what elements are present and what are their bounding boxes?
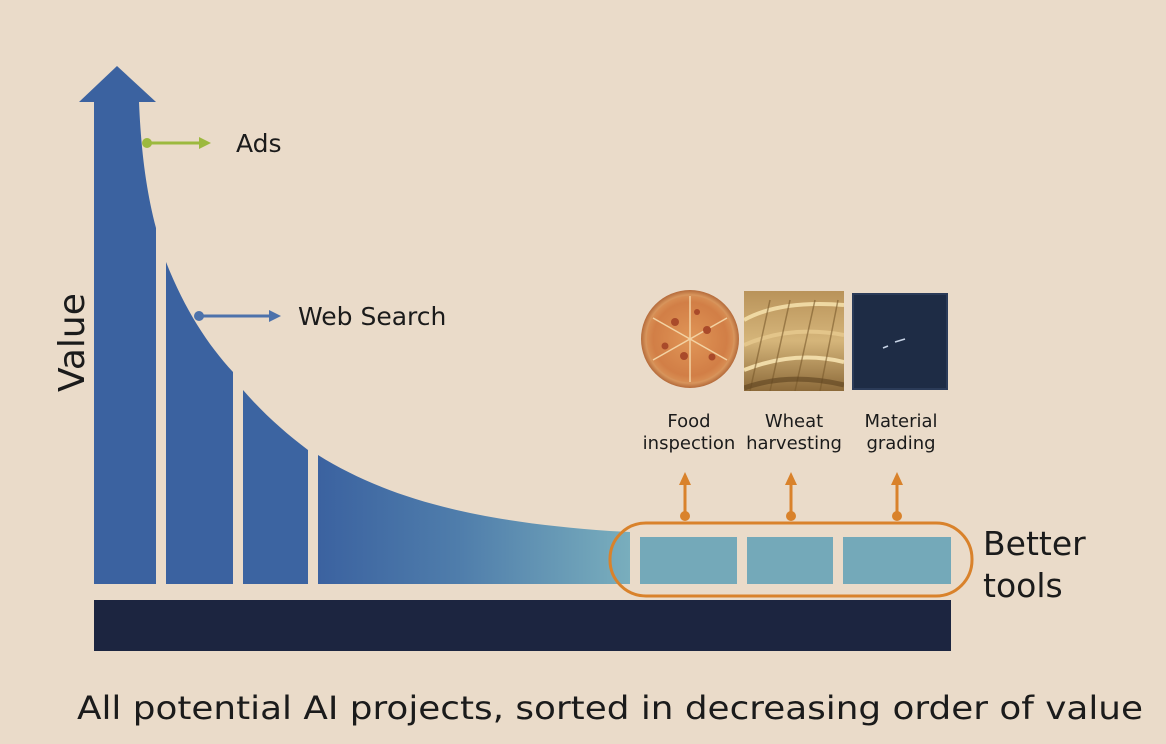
example-wheat-line1: Wheat [765,411,823,432]
food-up-arrow [679,472,691,521]
pizza-image [641,290,739,388]
tail-bar-food [640,537,737,584]
wheat-up-arrow [785,472,797,521]
ads-bar [94,102,156,584]
web-search-label: Web Search [298,302,446,331]
example-material-line2: grading [866,433,935,454]
tail-bar-wheat [747,537,833,584]
value-axis-label: Value [52,293,93,392]
fabric-texture-image [852,293,948,390]
material-up-arrow [891,472,903,521]
ads-callout-arrow [142,137,211,149]
web-search-bar [166,262,233,584]
diagram-caption: All potential AI projects, sorted in dec… [77,689,1143,727]
ads-label: Ads [236,129,282,158]
example-wheat-line2: harvesting [746,433,842,454]
tail-bar-material [843,537,951,584]
value-axis-arrow [79,66,156,102]
long-tail-area [318,455,630,584]
better-tools-highlight [608,521,974,598]
better-tools-label-line2: tools [983,566,1063,605]
example-material-line1: Material [864,411,937,432]
project-bar-3 [243,390,308,584]
example-food-line1: Food [667,411,710,432]
example-food-line2: inspection [643,433,736,454]
wheat-field-image [744,291,844,391]
projects-base-band [94,600,951,651]
better-tools-label-line1: Better [983,524,1086,563]
web-search-callout-arrow [194,310,281,322]
